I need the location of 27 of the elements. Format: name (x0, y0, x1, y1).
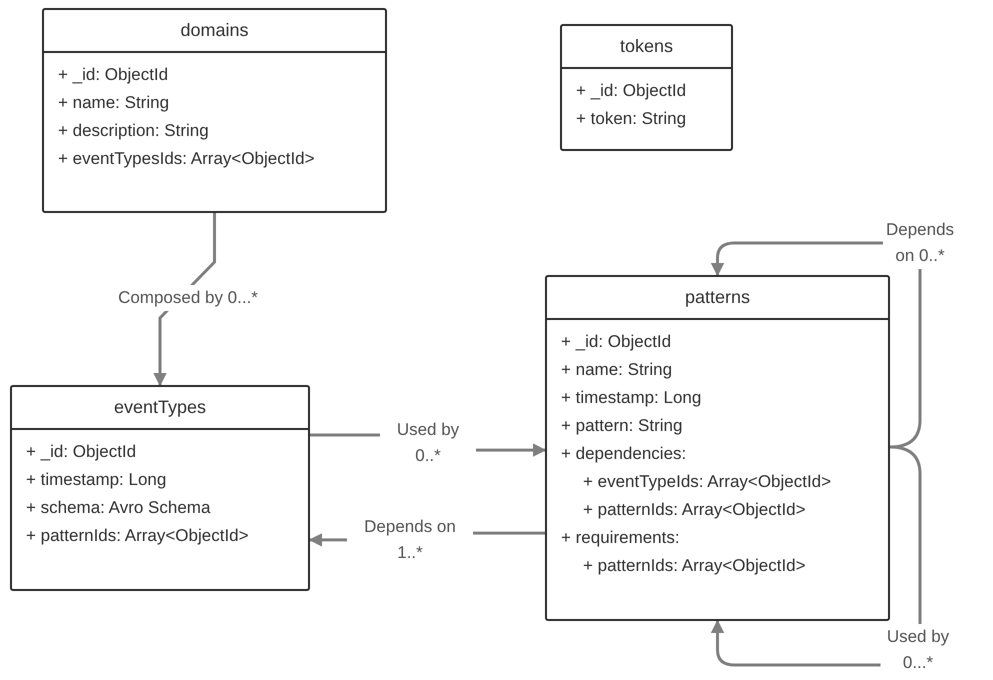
attribute-text: + eventTypeIds: Array<ObjectId> (582, 471, 832, 493)
class-name: domains (44, 10, 385, 53)
class-box (42, 8, 387, 213)
attribute-text: + schema: Avro Schema (26, 497, 212, 519)
attribute-text: + timestamp: Long (561, 387, 702, 409)
attribute-text: + name: String (58, 92, 170, 114)
class-name: tokens (562, 26, 731, 69)
class-box (10, 385, 310, 591)
class-box (545, 275, 890, 621)
attribute-text: + timestamp: Long (26, 469, 168, 491)
attribute-text: + patternIds: Array<ObjectId> (582, 499, 807, 521)
attribute-text: + _id: ObjectId (58, 64, 170, 86)
attribute-text: + _id: ObjectId (576, 80, 688, 102)
class-name: patterns (547, 277, 888, 320)
class-name: eventTypes (12, 387, 308, 430)
attribute-text: + name: String (561, 359, 674, 381)
attribute-text: + dependencies: (561, 443, 688, 465)
attribute-text: + eventTypesIds: Array<ObjectId> (58, 148, 316, 170)
attribute-text: + patternIds: Array<ObjectId> (582, 555, 807, 577)
attribute-text: + _id: ObjectId (26, 441, 138, 463)
attribute-text: + patternIds: Array<ObjectId> (26, 525, 250, 547)
attribute-text: + requirements: (561, 527, 681, 549)
attribute-text: + token: String (576, 108, 688, 130)
attribute-text: + _id: ObjectId (561, 331, 672, 353)
attribute-text: + pattern: String (561, 415, 684, 437)
attribute-text: + description: String (58, 120, 210, 142)
class-box (560, 24, 733, 151)
